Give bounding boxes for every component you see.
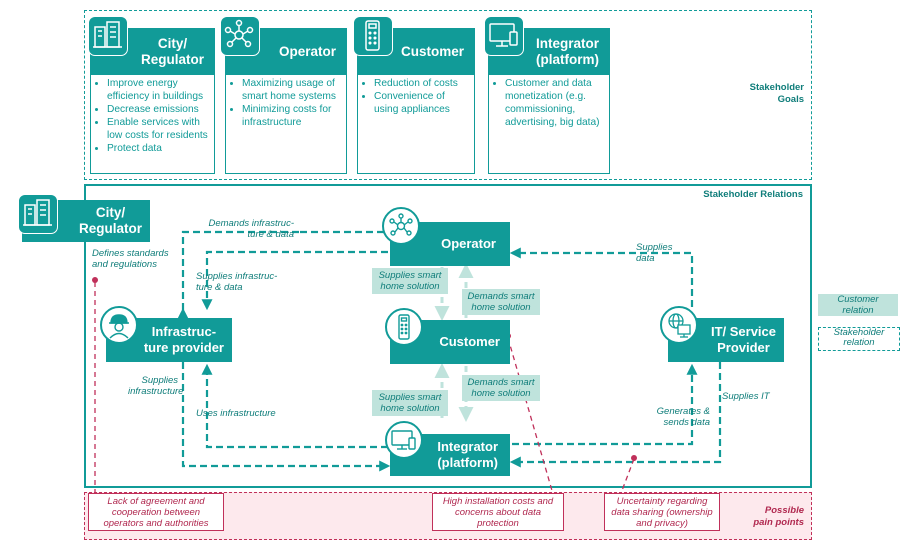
buildings-icon (88, 16, 128, 56)
goal-card-integrator: Integrator (platform) Customer and data … (488, 28, 610, 174)
goal-item: Maximizing usage of smart home systems (242, 77, 342, 103)
legend-stakeholder-relation: Stakeholder relation (818, 327, 900, 351)
monitor-icon (385, 421, 423, 459)
edge-label-supplies-data: Supplies data (636, 242, 673, 264)
customer-label-demands-1: Demands smart home solution (462, 289, 540, 315)
edge-label-generates: Generates & sends data (656, 406, 710, 428)
relations-section (84, 184, 812, 488)
goal-list: Improve energy efficiency in buildings D… (93, 77, 210, 155)
goal-item: Decrease emissions (107, 103, 210, 116)
edge-label-supplies-infra-data: Supplies infrastruc- ture & data (196, 271, 278, 293)
customer-label-supplies-2: Supplies smart home solution (372, 390, 448, 416)
goal-card-operator: Operator Maximizing usage of smart home … (225, 28, 347, 174)
worker-helmet-icon (100, 306, 138, 344)
goal-item: Minimizing costs for infrastructure (242, 103, 342, 129)
monitor-icon (484, 16, 524, 56)
buildings-icon (18, 194, 58, 234)
goal-item: Reduction of costs (374, 77, 470, 90)
goal-item: Customer and data monetization (e.g. com… (505, 77, 605, 129)
goal-list: Reduction of costs Convenience of using … (360, 77, 470, 116)
remote-control-icon (385, 308, 423, 346)
remote-control-icon (353, 16, 393, 56)
globe-computer-icon (660, 306, 698, 344)
goal-item: Convenience of using appliances (374, 90, 470, 116)
node-city-regulator: City/ Regulator (22, 200, 150, 242)
edge-label-supplies-it: Supplies IT (722, 391, 770, 402)
goals-section-label: Stakeholder Goals (749, 82, 804, 105)
customer-label-demands-2: Demands smart home solution (462, 375, 540, 401)
legend-customer-relation: Customer relation (818, 294, 898, 316)
goal-item: Enable services with low costs for resid… (107, 116, 210, 142)
goal-list: Customer and data monetization (e.g. com… (491, 77, 605, 129)
goal-list: Maximizing usage of smart home systems M… (228, 77, 342, 129)
edge-label-demands-infra: Demands infrastruc- ture & data (208, 218, 294, 240)
pain-points-section-label: Possible pain points (753, 505, 804, 528)
network-icon (220, 16, 260, 56)
network-icon (382, 207, 420, 245)
pain-point-item: Uncertainty regarding data sharing (owne… (604, 493, 720, 531)
edge-label-supplies-infrastructure: Supplies infrastructure (128, 375, 184, 397)
pain-point-item: High installation costs and concerns abo… (432, 493, 564, 531)
goal-item: Improve energy efficiency in buildings (107, 77, 210, 103)
edge-label-defines: Defines standards and regulations (92, 248, 169, 270)
customer-label-supplies-1: Supplies smart home solution (372, 268, 448, 294)
edge-label-uses-infra: Uses infrastructure (196, 408, 276, 419)
pain-point-item: Lack of agreement and cooperation betwee… (88, 493, 224, 531)
relations-section-label: Stakeholder Relations (703, 189, 803, 200)
goal-item: Protect data (107, 142, 210, 155)
goals-section (84, 10, 812, 180)
